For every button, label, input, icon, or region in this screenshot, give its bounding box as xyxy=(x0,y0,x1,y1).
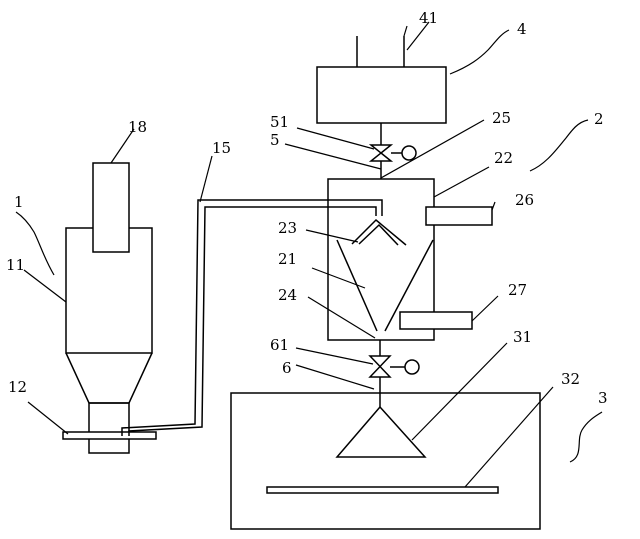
label-6: 6 xyxy=(282,359,292,377)
label-51: 51 xyxy=(270,113,289,131)
label-18: 18 xyxy=(128,118,147,136)
conveyor-plate-32 xyxy=(266,486,499,494)
filter-unit-1 xyxy=(62,162,157,454)
label-41: 41 xyxy=(419,9,438,27)
label-11: 11 xyxy=(6,256,25,274)
label-4: 4 xyxy=(517,20,527,38)
tank-shell-22 xyxy=(327,178,435,341)
label-15: 15 xyxy=(212,139,231,157)
side-port-27 xyxy=(399,311,473,330)
hopper-body xyxy=(316,66,447,124)
label-12: 12 xyxy=(8,378,27,396)
label-24: 24 xyxy=(278,286,297,304)
chamber-3 xyxy=(230,392,541,530)
label-31: 31 xyxy=(513,328,532,346)
label-23: 23 xyxy=(278,219,297,237)
label-5: 5 xyxy=(270,131,280,149)
filter-cone xyxy=(65,352,153,404)
hopper-4 xyxy=(316,36,447,145)
label-32: 32 xyxy=(561,370,580,388)
label-1: 1 xyxy=(14,193,24,211)
tank-2 xyxy=(327,178,493,356)
tank-cone-right xyxy=(384,239,434,332)
filter-base-plate-12 xyxy=(62,431,157,440)
label-3: 3 xyxy=(598,389,608,407)
conveying-pipe-15 xyxy=(121,199,383,436)
label-61: 61 xyxy=(270,336,289,354)
reference-labels: 41 4 51 5 25 2 22 26 23 21 24 27 61 6 31… xyxy=(6,9,608,407)
chamber-box xyxy=(230,392,541,530)
distributor-cone-31 xyxy=(335,405,427,458)
spray-nozzle-23 xyxy=(351,218,407,246)
label-2: 2 xyxy=(594,110,604,128)
fan-motor-18 xyxy=(92,162,130,253)
label-22: 22 xyxy=(494,149,513,167)
valve-actuator-61 xyxy=(404,359,420,375)
valve-actuator-51 xyxy=(401,145,417,161)
label-27: 27 xyxy=(508,281,527,299)
label-21: 21 xyxy=(278,250,297,268)
valve-5 xyxy=(368,144,417,179)
valve-6 xyxy=(368,355,420,407)
leader-lines xyxy=(15,21,603,488)
side-port-26 xyxy=(425,206,493,226)
label-26: 26 xyxy=(515,191,534,209)
label-25: 25 xyxy=(492,109,511,127)
